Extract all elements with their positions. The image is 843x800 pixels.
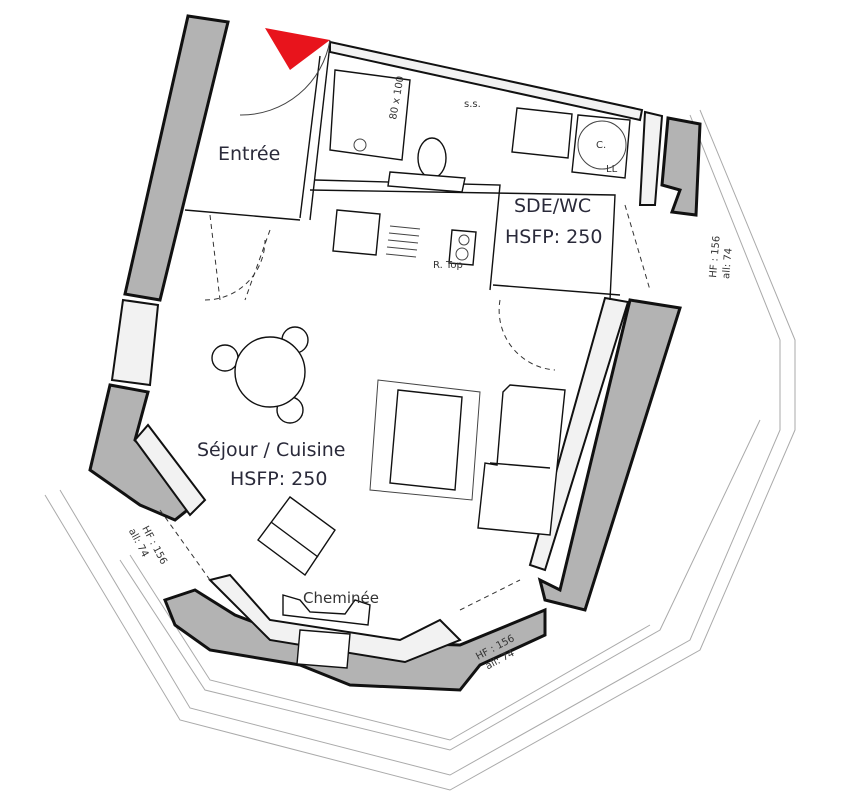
bathroom-sink — [511, 107, 573, 159]
left-wall-upper — [123, 14, 230, 302]
room-label-entree: Entrée — [218, 143, 280, 165]
fireplace-label: Cheminée — [303, 589, 379, 607]
partitions — [159, 39, 651, 611]
shower: 80 x 100 — [329, 69, 411, 161]
armchair — [257, 496, 336, 577]
window-all: all: 74 — [721, 248, 735, 280]
entry-marker-icon — [265, 28, 330, 70]
sofa — [477, 384, 566, 536]
room-label-sde: SDE/WC — [514, 195, 591, 217]
window-annotation-right: HF : 156 all: 74 — [708, 235, 735, 280]
toilet — [387, 137, 466, 193]
fridge-label: R. Top — [433, 260, 463, 271]
boiler: C. LL — [571, 114, 631, 179]
towel-dryer-label: s.s. — [464, 99, 481, 110]
room-label-sejour: Séjour / Cuisine — [197, 439, 345, 461]
left-window-ins — [110, 298, 160, 387]
dining-table — [211, 326, 309, 424]
right-ins-upper — [638, 110, 664, 206]
boiler-label: C. — [596, 140, 606, 151]
room-height-sejour: HSFP: 250 — [230, 468, 327, 490]
chimney-wall-left — [133, 423, 207, 517]
room-height-sde: HSFP: 250 — [505, 226, 602, 248]
kitchen: R. Top — [332, 209, 477, 271]
bottom-wall — [163, 588, 547, 692]
coffee-table — [369, 379, 481, 501]
window-annotation-left: HF : 156 all: 74 — [126, 524, 169, 566]
right-wall-upper — [660, 116, 702, 217]
fireplace — [282, 594, 371, 669]
walls — [88, 14, 702, 692]
balcony-outline — [44, 109, 796, 791]
washer-label: LL — [606, 164, 618, 175]
right-wall-lower — [537, 298, 682, 612]
window-hf: HF : 156 — [708, 235, 723, 278]
